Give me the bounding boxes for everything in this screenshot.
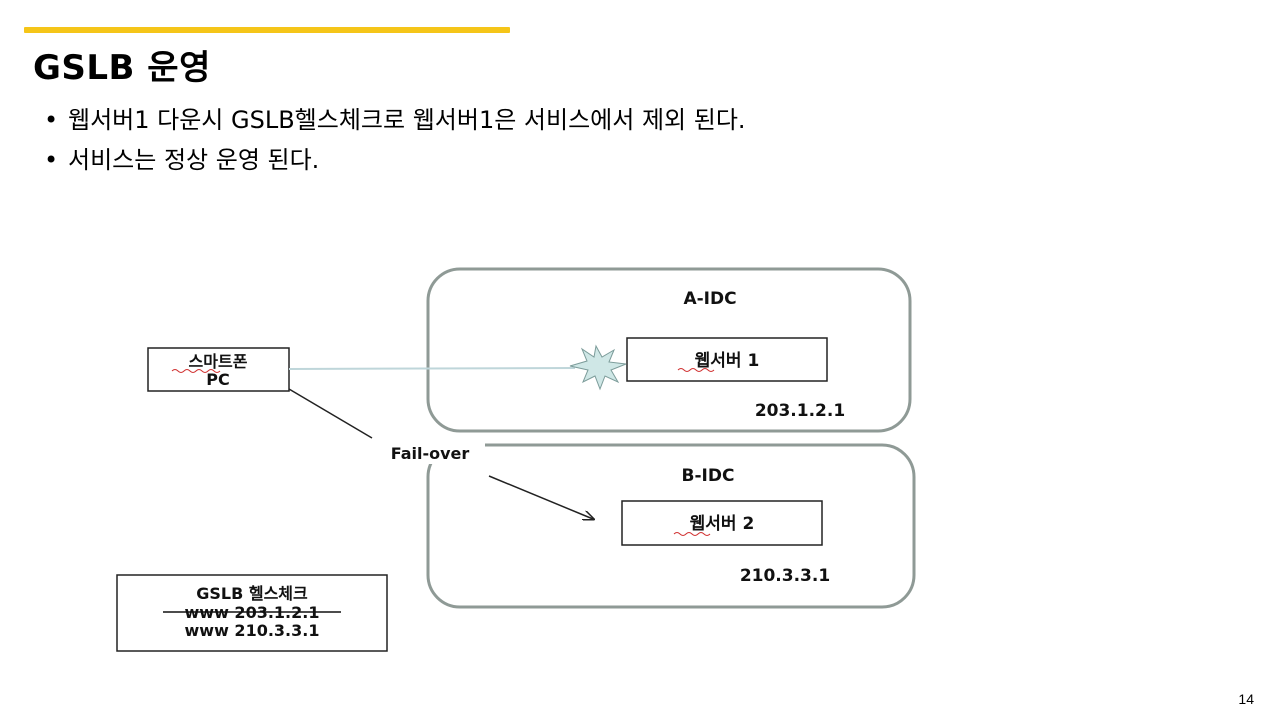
failover-arrow (488, 475, 593, 519)
failover-line (288, 388, 373, 439)
spellcheck-underline (673, 532, 711, 536)
idc-a-container (426, 267, 912, 433)
failover-label-bg (365, 440, 485, 464)
idc-b-label: B-IDC (682, 466, 735, 486)
web-server-1-ip: 203.1.2.1 (755, 401, 845, 421)
idc-a-label: A-IDC (683, 289, 736, 309)
accent-bar (24, 27, 510, 33)
failover-label: Fail-over (391, 444, 470, 463)
slide-title: GSLB 운영 (33, 48, 211, 88)
bullet-item: 서비스는 정상 운영 된다. (44, 140, 746, 180)
web-server-2-ip: 210.3.3.1 (740, 566, 830, 586)
bullet-item: 웹서버1 다운시 GSLB헬스체크로 웹서버1은 서비스에서 제외 된다. (44, 100, 746, 140)
connection-line-server1 (288, 367, 576, 370)
spellcheck-underline (171, 369, 221, 373)
healthcheck-box (116, 574, 388, 652)
burst-icon (569, 344, 627, 391)
page-number: 14 (1238, 691, 1254, 707)
web-server-2-box (621, 500, 823, 546)
web-server-1-label: 웹서버 1 (695, 351, 760, 371)
client-label-line2: PC (206, 370, 229, 389)
spellcheck-underline (677, 368, 715, 372)
healthcheck-title: GSLB 헬스체크 (196, 584, 308, 603)
client-label-line1: 스마트폰 (189, 352, 248, 371)
client-box (147, 347, 290, 392)
idc-b-container (426, 443, 916, 609)
web-server-1-box (626, 337, 828, 382)
web-server-2-label: 웹서버 2 (690, 514, 755, 534)
bullet-list: 웹서버1 다운시 GSLB헬스체크로 웹서버1은 서비스에서 제외 된다. 서비… (44, 100, 746, 180)
healthcheck-entry-active: www 210.3.3.1 (185, 621, 320, 640)
